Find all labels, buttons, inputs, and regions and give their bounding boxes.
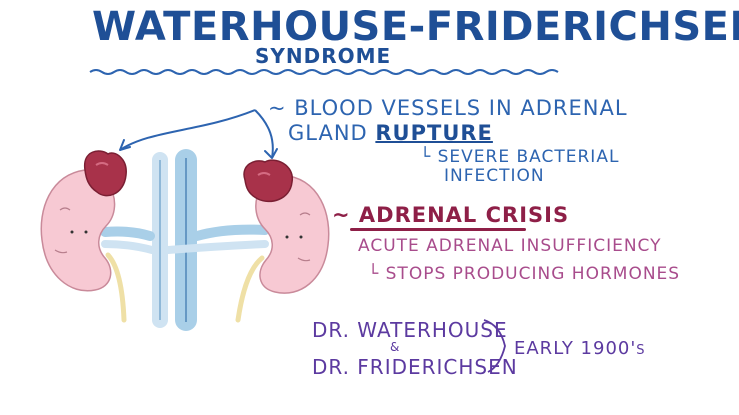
note-bacterial-line1: └ SEVERE BACTERIAL bbox=[420, 147, 620, 167]
bracket-icon bbox=[483, 319, 506, 373]
note-bacterial-line2: INFECTION bbox=[444, 166, 545, 186]
note-doctor-waterhouse: DR. WATERHOUSE bbox=[312, 318, 508, 342]
note-insufficiency: ACUTE ADRENAL INSUFFICIENCY bbox=[358, 236, 662, 256]
ureter-left-icon bbox=[105, 252, 127, 323]
note-ampersand: & bbox=[390, 340, 401, 354]
page-subtitle: SYNDROME bbox=[255, 44, 392, 68]
blood-vessels-icon bbox=[100, 149, 270, 331]
note-gland-rupture: GLAND RUPTURE bbox=[288, 121, 493, 145]
page-title: WATERHOUSE-FRIDERICHSEN bbox=[92, 4, 739, 50]
rupture-emphasis: RUPTURE bbox=[375, 121, 493, 145]
adrenal-gland-left-icon bbox=[84, 150, 127, 197]
ureter-right-icon bbox=[235, 255, 265, 323]
arrow-icon bbox=[119, 109, 256, 151]
note-blood-vessels: ~ BLOOD VESSELS IN ADRENAL bbox=[268, 96, 628, 120]
note-hormones: └ STOPS PRODUCING HORMONES bbox=[368, 264, 681, 284]
crisis-underline bbox=[350, 228, 526, 231]
note-adrenal-crisis: ~ ADRENAL CRISIS bbox=[332, 203, 570, 227]
adrenal-gland-right-icon bbox=[243, 159, 293, 203]
note-era: EARLY 1900's bbox=[514, 338, 646, 359]
note-doctor-friderichsen: DR. FRIDERICHSEN bbox=[312, 355, 518, 379]
